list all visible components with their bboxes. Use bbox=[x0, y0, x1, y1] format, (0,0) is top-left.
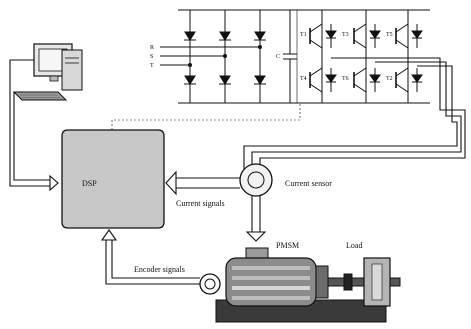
sensor-motor-arrow bbox=[245, 196, 267, 242]
switch-t1-label: T1 bbox=[300, 32, 307, 38]
phase-output-lines bbox=[243, 57, 466, 176]
computer-dsp-link bbox=[9, 59, 59, 192]
switch-t3-label: T3 bbox=[342, 32, 349, 38]
load-icon bbox=[343, 257, 401, 307]
gate-signal-line bbox=[111, 103, 301, 130]
input-s-label: S bbox=[150, 54, 153, 60]
switch-t4-label: T4 bbox=[300, 76, 307, 82]
power-converter bbox=[160, 9, 430, 104]
input-t-label: T bbox=[150, 63, 154, 69]
switch-t6-icon bbox=[353, 67, 381, 93]
dsp-block bbox=[61, 129, 165, 229]
switch-t5-icon bbox=[395, 23, 423, 49]
switch-t3-icon bbox=[353, 23, 381, 49]
igbt-switches bbox=[309, 23, 423, 93]
capacitor-label: C bbox=[276, 54, 280, 60]
current-signals-label: Current signals bbox=[176, 199, 225, 208]
current-sensor-icon bbox=[239, 163, 273, 197]
motor-label: PMSM bbox=[276, 241, 299, 250]
encoder-signals-arrow bbox=[100, 229, 206, 285]
switch-t2-icon bbox=[395, 67, 423, 93]
switch-t2-label: T2 bbox=[386, 76, 393, 82]
computer-icon bbox=[12, 43, 83, 101]
encoder-signals-label: Encoder signals bbox=[134, 265, 185, 274]
switch-t6-label: T6 bbox=[342, 76, 349, 82]
switch-t5-label: T5 bbox=[386, 32, 393, 38]
load-label: Load bbox=[346, 241, 362, 250]
switch-t1-icon bbox=[309, 23, 337, 49]
switch-t4-icon bbox=[309, 67, 337, 93]
input-r-label: R bbox=[150, 45, 154, 51]
dsp-label: DSP bbox=[82, 179, 97, 188]
current-sensor-label: Current sensor bbox=[285, 179, 332, 188]
encoder-icon bbox=[199, 273, 221, 295]
current-signals-arrow bbox=[165, 170, 240, 196]
pmsm-motor-icon bbox=[215, 247, 387, 323]
